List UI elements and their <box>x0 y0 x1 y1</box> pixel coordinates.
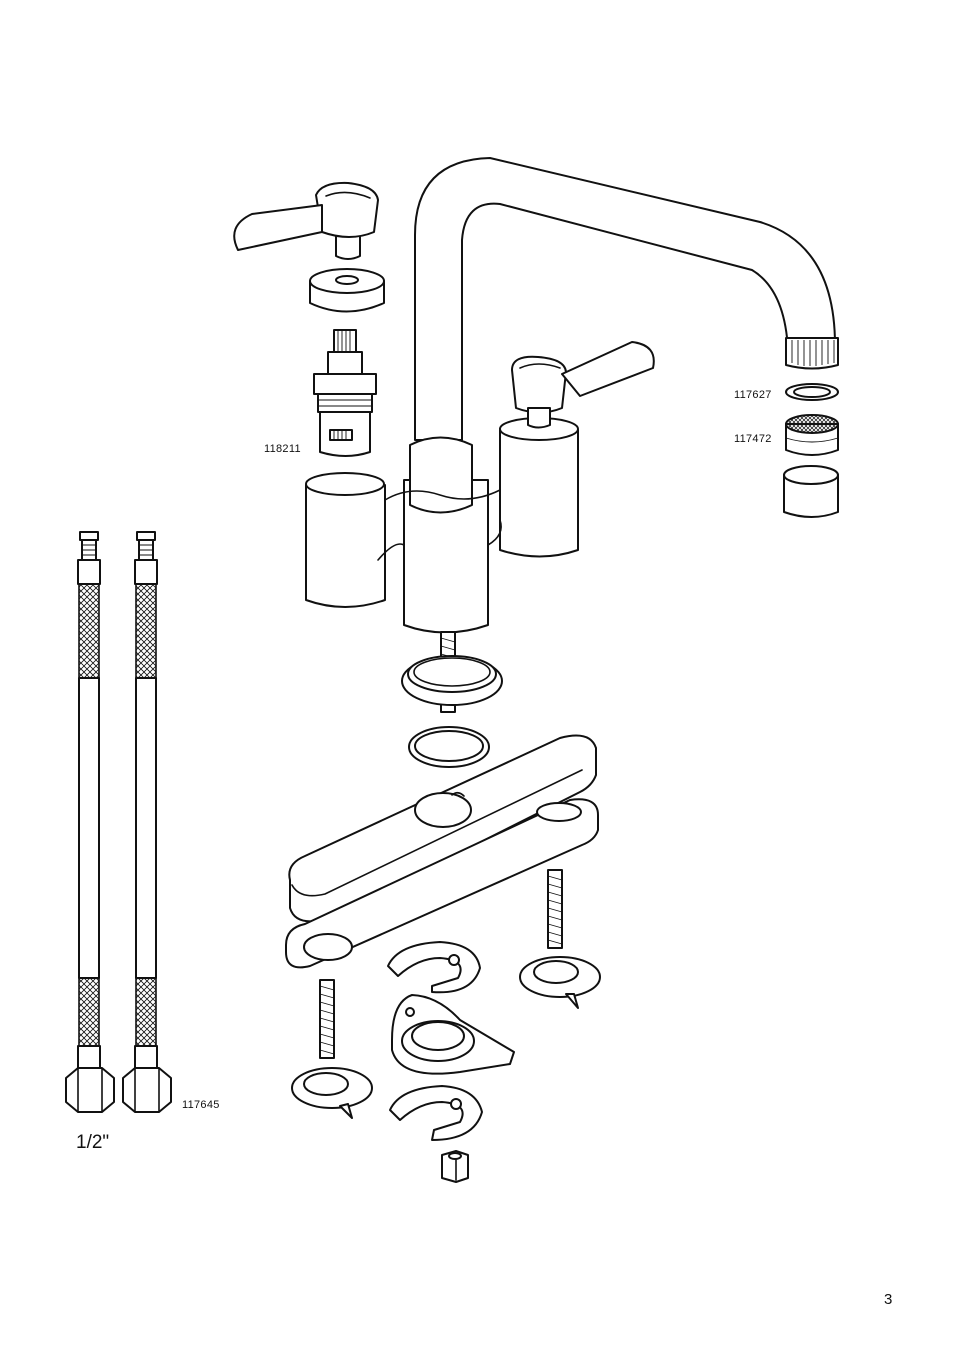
label-hose-size: 1/2" <box>76 1132 109 1153</box>
o-ring <box>409 727 489 767</box>
cartridge <box>314 330 376 456</box>
flex-hose-right <box>123 532 171 1112</box>
spout-outlet-thread <box>786 338 838 369</box>
label-washer: 117627 <box>734 389 772 401</box>
label-aerator-insert: 117472 <box>734 433 772 445</box>
horseshoe-clip-lower <box>390 1086 482 1140</box>
right-lever-handle <box>512 342 654 428</box>
aerator-washer <box>786 384 838 400</box>
left-stud <box>320 980 334 1058</box>
clamp-bracket <box>392 995 514 1074</box>
right-stud <box>548 870 562 948</box>
flex-hose-left <box>66 532 114 1112</box>
label-hoses: 117645 <box>182 1099 220 1111</box>
bonnet-nut <box>310 269 384 312</box>
aerator-housing <box>784 466 838 517</box>
page-number: 3 <box>884 1291 892 1308</box>
horseshoe-clip-upper <box>388 942 480 992</box>
aerator-insert <box>786 415 838 455</box>
label-cartridge: 118211 <box>264 443 301 455</box>
left-clamp-washer <box>292 1068 372 1118</box>
spout <box>415 158 838 440</box>
hex-nut <box>442 1151 468 1182</box>
left-lever-handle <box>234 183 378 259</box>
right-clamp-washer <box>520 957 600 1008</box>
base-ring <box>402 656 502 705</box>
